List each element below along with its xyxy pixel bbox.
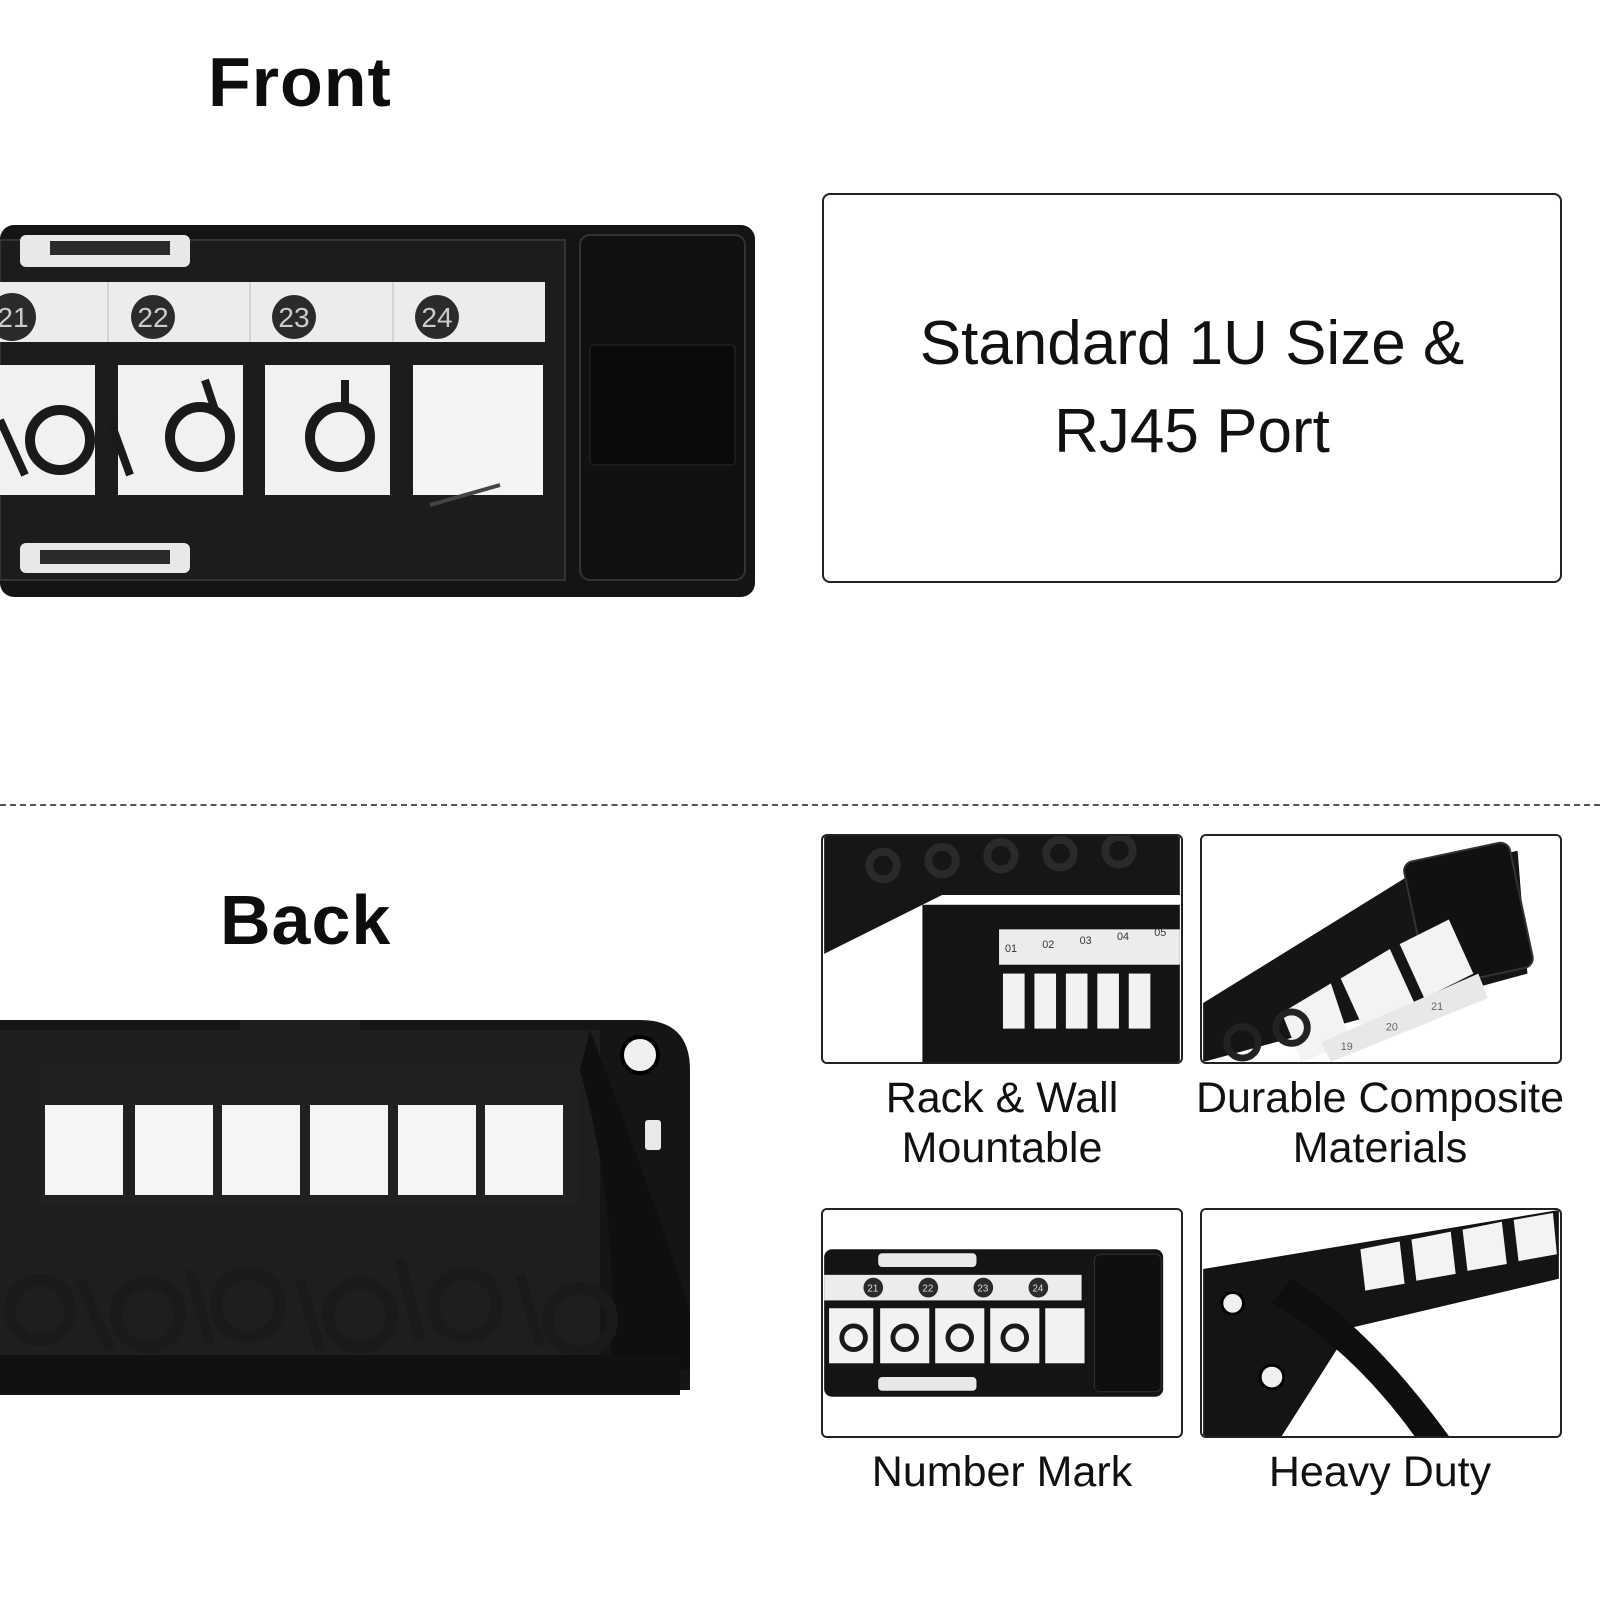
- thumb-heavy-duty: [1200, 1208, 1562, 1438]
- port-number: 23: [278, 302, 310, 333]
- caption-durable-composite: Durable Composite Materials: [1190, 1073, 1570, 1173]
- port-number: 19: [1341, 1041, 1353, 1053]
- port-number-badges: [0, 293, 459, 341]
- thumb-rack-number-labels: 01 02 03 04 05: [1005, 927, 1166, 955]
- thumb-durable-number-labels: 19 20 21: [1341, 1001, 1443, 1053]
- section-divider: [0, 804, 1600, 806]
- port-number: 05: [1154, 927, 1166, 939]
- caption-line: Rack & Wall: [885, 1074, 1119, 1122]
- port-number: 21: [867, 1284, 878, 1295]
- port-number: 02: [1042, 939, 1054, 951]
- front-port-number-labels: 21 22 23 24: [0, 300, 560, 340]
- caption-line: Mountable: [901, 1124, 1103, 1172]
- front-panel-photo: 21 22 23 24: [0, 205, 760, 605]
- port-number: 21: [0, 302, 29, 333]
- thumb-number-labels: 21 22 23 24: [867, 1284, 1044, 1295]
- port-number: 01: [1005, 943, 1017, 955]
- port-number: 04: [1117, 931, 1129, 943]
- size-port-callout: Standard 1U Size & RJ45 Port: [822, 193, 1562, 583]
- thumb-durable-composite: 19 20 21: [1200, 834, 1562, 1064]
- back-heading: Back: [220, 881, 392, 959]
- caption-line: Durable Composite: [1195, 1074, 1565, 1122]
- caption-number-mark: Number Mark: [812, 1447, 1192, 1497]
- front-heading: Front: [208, 43, 392, 121]
- port-number: 03: [1080, 935, 1092, 947]
- caption-line: Heavy Duty: [1268, 1448, 1492, 1496]
- thumb-rack-wall-mountable: 01 02 03 04 05: [821, 834, 1183, 1064]
- caption-heavy-duty: Heavy Duty: [1190, 1447, 1570, 1497]
- port-number: 21: [1431, 1001, 1443, 1013]
- back-panel-photo: [0, 1010, 700, 1430]
- thumb-number-mark: 21 22 23 24: [821, 1208, 1183, 1438]
- callout-line-2: RJ45 Port: [1054, 397, 1330, 466]
- caption-line: Materials: [1292, 1124, 1468, 1172]
- caption-rack-wall-mountable: Rack & Wall Mountable: [812, 1073, 1192, 1173]
- port-number: 22: [137, 302, 169, 333]
- port-number: 20: [1386, 1022, 1398, 1034]
- caption-line: Number Mark: [871, 1448, 1133, 1496]
- port-number: 22: [922, 1284, 933, 1295]
- port-number: 24: [1032, 1284, 1043, 1295]
- callout-line-1: Standard 1U Size &: [919, 309, 1465, 378]
- port-number: 23: [977, 1284, 988, 1295]
- port-number: 24: [421, 302, 453, 333]
